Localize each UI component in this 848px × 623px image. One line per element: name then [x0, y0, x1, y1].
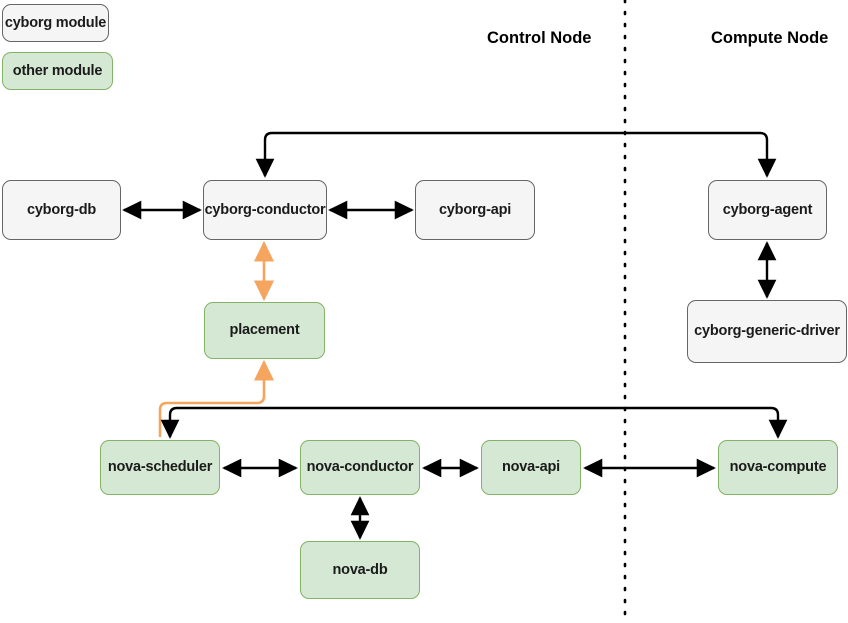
edge-cyborg-conductor-agent-bus [255, 131, 777, 178]
legend-cyborg-module-label: cyborg module [4, 14, 107, 31]
node-label-nova-api: nova-api [501, 459, 561, 476]
edge-nova-scheduler-placement [158, 359, 275, 437]
node-cyborg-api[interactable]: cyborg-api [415, 180, 535, 240]
node-label-placement: placement [229, 322, 300, 339]
legend-other-module: other module [2, 52, 113, 90]
legend-cyborg-module: cyborg module [2, 4, 109, 42]
node-label-cyborg-db: cyborg-db [26, 201, 97, 218]
node-nova-compute[interactable]: nova-compute [718, 440, 838, 495]
zone-label-compute-node: Compute Node [711, 29, 829, 47]
node-label-nova-conductor: nova-conductor [306, 459, 414, 476]
node-label-cyborg-generic-driver: cyborg-generic-driver [694, 323, 840, 340]
node-label-cyborg-agent: cyborg-agent [722, 201, 813, 218]
node-cyborg-conductor[interactable]: cyborg-conductor [203, 180, 327, 240]
node-label-nova-compute: nova-compute [729, 459, 827, 476]
node-nova-api[interactable]: nova-api [481, 440, 581, 495]
node-cyborg-agent[interactable]: cyborg-agent [708, 180, 827, 240]
node-label-cyborg-conductor: cyborg-conductor [204, 201, 326, 218]
node-nova-conductor[interactable]: nova-conductor [300, 440, 420, 495]
edge-nova-conductor-scheduler-compute-bus [160, 406, 788, 439]
node-cyborg-generic-driver[interactable]: cyborg-generic-driver [687, 300, 847, 363]
zone-label-control-node: Control Node [487, 29, 592, 47]
node-label-nova-scheduler: nova-scheduler [107, 459, 213, 476]
node-label-cyborg-api: cyborg-api [438, 201, 512, 218]
node-nova-scheduler[interactable]: nova-scheduler [100, 440, 220, 495]
node-label-nova-db: nova-db [332, 561, 388, 578]
node-cyborg-db[interactable]: cyborg-db [2, 180, 121, 240]
node-placement[interactable]: placement [204, 302, 325, 359]
node-nova-db[interactable]: nova-db [300, 541, 420, 599]
legend-other-module-label: other module [12, 62, 103, 79]
